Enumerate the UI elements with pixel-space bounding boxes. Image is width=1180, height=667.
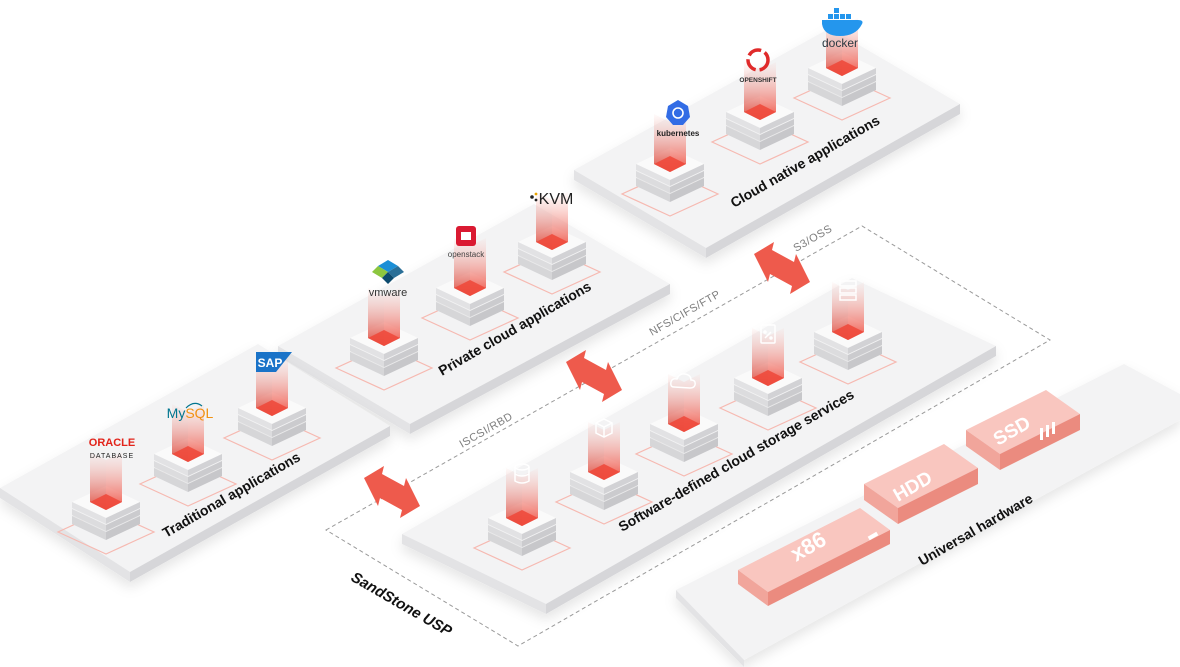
hdd-hardware: HDD bbox=[864, 444, 978, 524]
cloud-icon bbox=[670, 373, 696, 389]
sap-logo-text: SAP bbox=[258, 356, 283, 370]
mysql-sql-text: SQL bbox=[185, 405, 213, 421]
database-icon bbox=[514, 463, 530, 484]
mysql-my-text: My bbox=[167, 405, 186, 421]
sap-icon: SAP bbox=[256, 352, 292, 372]
iscsi-double-arrow bbox=[364, 466, 420, 518]
server-icon bbox=[839, 280, 857, 301]
cube-icon bbox=[595, 418, 613, 438]
nfs-double-arrow bbox=[566, 350, 622, 402]
docker-logo-text: docker bbox=[822, 36, 858, 50]
kvm-logo-text: KVM bbox=[539, 191, 574, 208]
docker-icon: docker bbox=[822, 8, 863, 50]
document-percent-icon bbox=[760, 324, 776, 344]
mysql-icon: MySQL bbox=[167, 402, 214, 421]
openstack-icon: openstack bbox=[448, 226, 485, 259]
x86-hardware: x86 bbox=[738, 508, 890, 606]
svg-text:MySQL: MySQL bbox=[167, 405, 214, 421]
kubernetes-logo-text: kubernetes bbox=[657, 129, 700, 138]
openshift-icon: OPENSHIFT bbox=[739, 48, 777, 84]
iscsi-protocol-label: ISCSI/RBD bbox=[458, 410, 516, 450]
openstack-logo-text: openstack bbox=[448, 250, 485, 259]
oracle-icon: ORACLE DATABASE bbox=[89, 437, 135, 460]
s3-protocol-label: S3/OSS bbox=[792, 223, 835, 255]
oracle-database-text: DATABASE bbox=[90, 453, 134, 460]
ssd-hardware: SSD bbox=[966, 390, 1080, 470]
vmware-icon: vmware bbox=[369, 260, 408, 299]
sandstone-usp-boundary bbox=[325, 225, 1051, 647]
kubernetes-icon: kubernetes bbox=[657, 100, 700, 138]
kvm-icon: KVM bbox=[530, 191, 573, 208]
vmware-logo-text: vmware bbox=[369, 287, 408, 299]
oracle-logo-text: ORACLE bbox=[89, 437, 135, 449]
sandstone-usp-label: SandStone USP bbox=[348, 569, 456, 641]
openshift-logo-text: OPENSHIFT bbox=[739, 77, 776, 84]
